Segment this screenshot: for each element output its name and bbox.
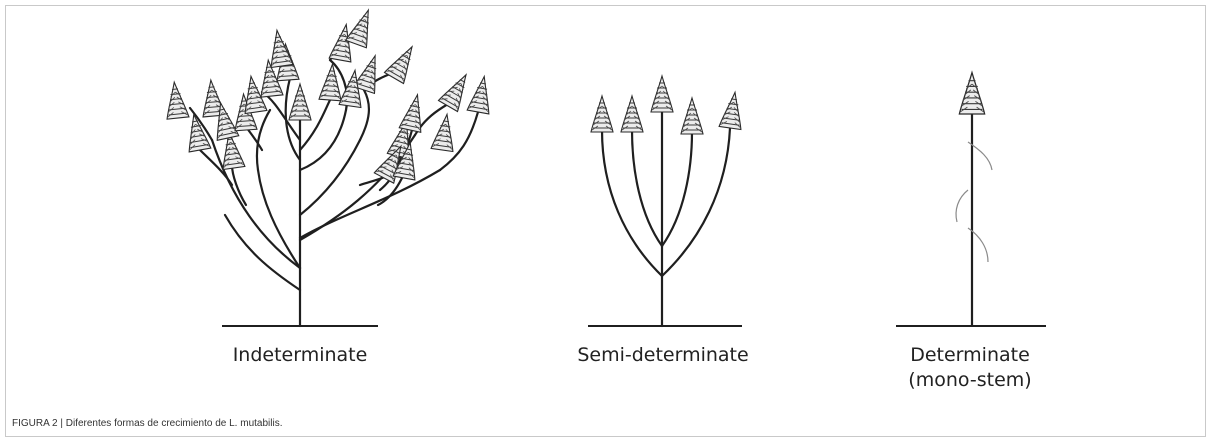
indeterminate-plant-drawing [163,6,495,326]
label-determinate: Determinate [895,343,1045,367]
figure-caption: FIGURA 2 | Diferentes formas de crecimie… [12,418,282,429]
label-mono-stem: (mono-stem) [895,368,1045,392]
semi-determinate-plant-drawing [588,76,746,326]
label-indeterminate: Indeterminate [225,343,375,367]
determinate-plant-drawing [896,73,1046,326]
label-semi-determinate: Semi-determinate [568,343,758,367]
